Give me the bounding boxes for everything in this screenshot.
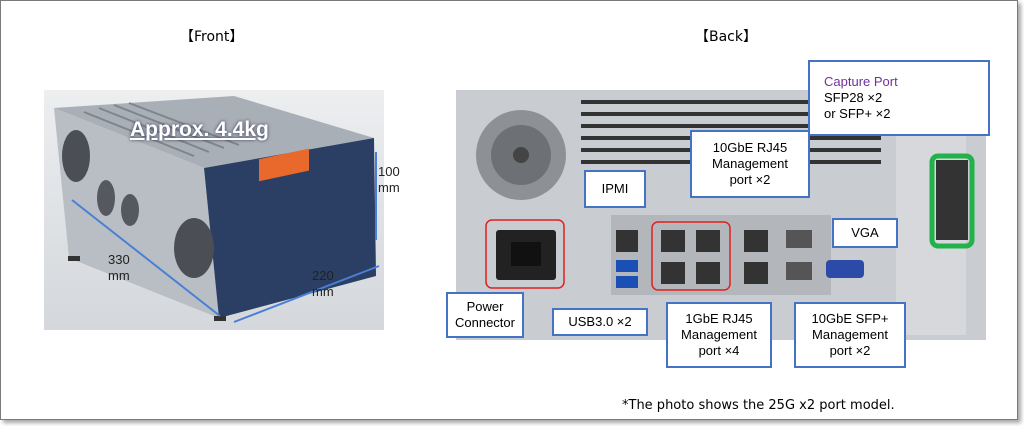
capture-port-line1: SFP28 ×2: [824, 90, 883, 105]
capture-port-title: Capture Port: [824, 74, 898, 89]
capture-port-line2: or SFP+ ×2: [824, 106, 891, 121]
callout-1gbe-line1: 1GbE RJ45: [685, 311, 753, 326]
callout-1gbe-line2: Management: [681, 327, 757, 342]
callout-power-line1: Power: [466, 299, 504, 314]
callout-10gbe-rj45-line1: 10GbE RJ45: [712, 140, 788, 155]
width-dimension: 220 mm: [312, 268, 334, 299]
callout-1gbe-line3: port ×4: [698, 343, 740, 358]
callout-10gbe-rj45-line2: Management: [712, 156, 788, 171]
callout-sfp-line1: 10GbE SFP+: [811, 311, 889, 326]
callout-1gbe-rj45: 1GbE RJ45 Management port ×4: [666, 302, 772, 368]
callout-10gbe-rj45: 10GbE RJ45 Management port ×2: [690, 130, 810, 198]
callout-10gbe-sfp: 10GbE SFP+ Management port ×2: [794, 302, 906, 368]
front-photo: Approx. 4.4kg: [44, 90, 384, 330]
chassis-front-illustration: [54, 96, 380, 323]
callout-power-line2: Connector: [455, 315, 515, 330]
back-title: 【Back】: [695, 29, 757, 45]
callout-capture-port: Capture Port SFP28 ×2 or SFP+ ×2: [808, 60, 990, 136]
footnote: *The photo shows the 25G x2 port model.: [622, 398, 895, 413]
callout-10gbe-rj45-line3: port ×2: [729, 172, 771, 187]
weight-label: Approx. 4.4kg: [130, 118, 269, 141]
callout-ipmi: IPMI: [584, 170, 646, 208]
height-dimension: 100 mm: [378, 164, 400, 195]
callout-power-connector: Power Connector: [446, 292, 524, 338]
callout-usb: USB3.0 ×2: [552, 308, 648, 336]
callout-vga: VGA: [832, 218, 898, 248]
callout-sfp-line2: Management: [812, 327, 888, 342]
front-title: 【Front】: [180, 29, 244, 45]
callout-sfp-line3: port ×2: [829, 343, 871, 358]
length-dimension: 330 mm: [108, 252, 130, 283]
